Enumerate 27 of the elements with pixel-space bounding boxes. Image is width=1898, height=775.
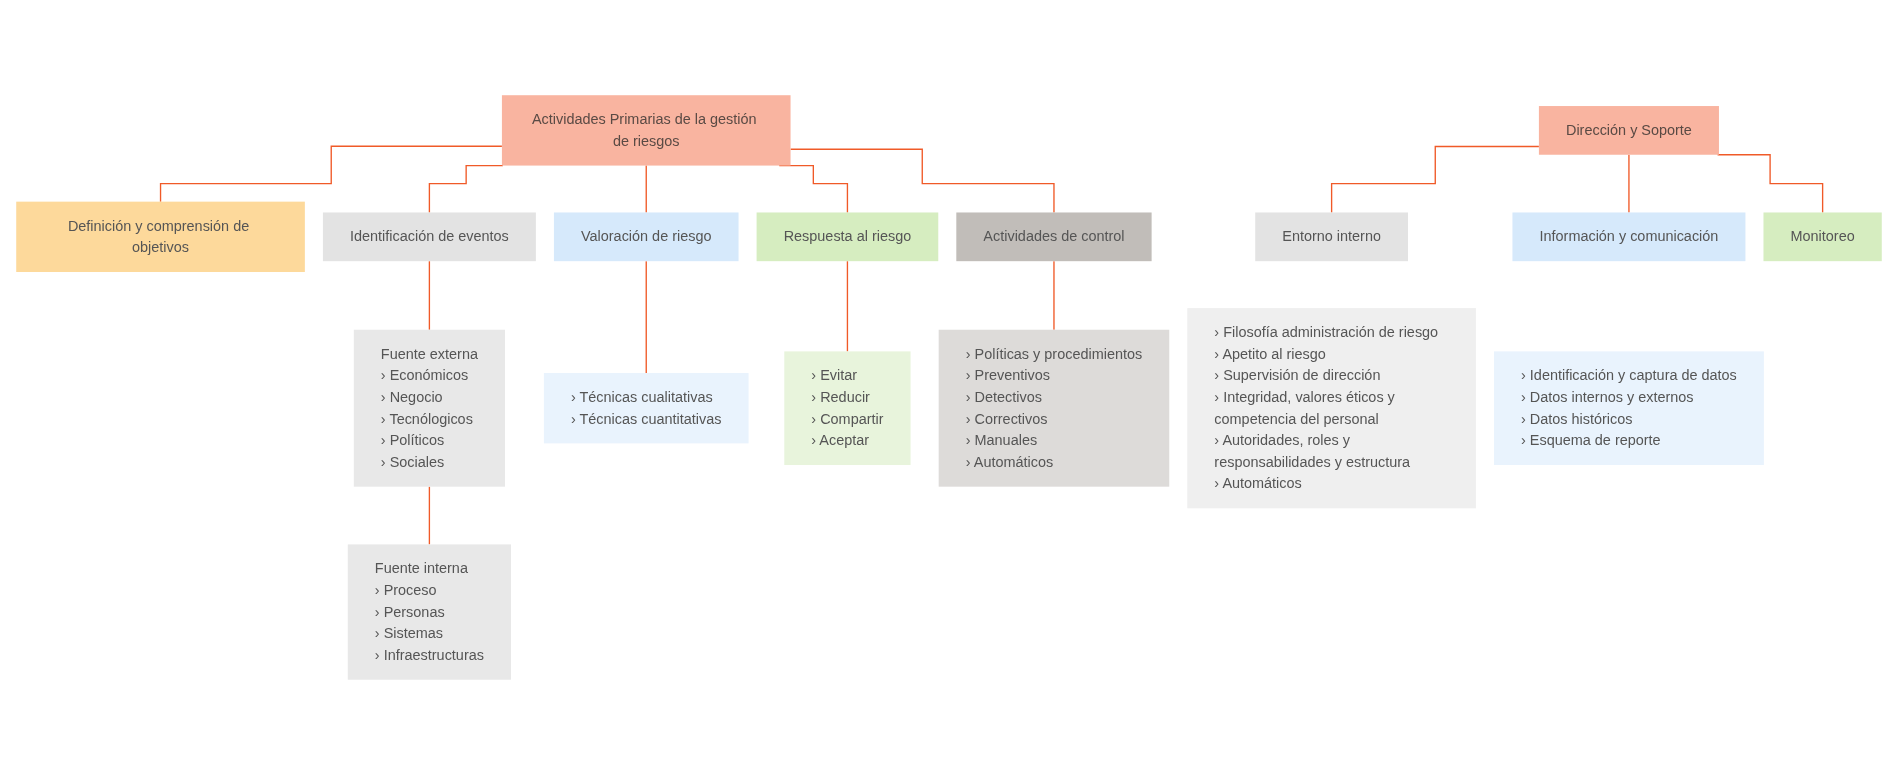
connector [1053, 260, 1055, 331]
node-box: Identificación de eventos [322, 212, 536, 262]
connector [159, 145, 503, 203]
connector [428, 260, 431, 331]
node-box: Fuente externa › Económicos › Negocio › Tecnólogicos › Políticos › Sociales [353, 329, 505, 487]
node-box: Actividades de control [956, 212, 1152, 262]
connector [1716, 154, 1824, 214]
node-box: Actividades Primarias de la gestión de riesgos [501, 95, 791, 166]
node-box: Respuesta al riesgo [756, 212, 939, 262]
node-box: › Evitar › Reducir › Compartir › Aceptar [784, 351, 911, 466]
node-box: Fuente interna › Proceso › Personas › Sistemas › Infraestructuras [347, 544, 511, 680]
node-box: Definición y comprensión de objetivos [16, 201, 305, 273]
node-box: Entorno interno [1255, 212, 1408, 262]
connector [428, 486, 431, 546]
node-box: › Políticas y procedimientos › Preventivos › Detectivos › Correctivos › Manuales › Automáticos [938, 329, 1170, 487]
connector [645, 260, 647, 374]
connector [846, 260, 849, 353]
node-box: Valoración de riesgo [553, 212, 739, 262]
connector [645, 164, 647, 214]
node-box: › Técnicas cualitativas › Técnicas cuantitativas [543, 373, 749, 444]
connector [428, 164, 504, 214]
connector [1628, 154, 1630, 214]
node-box: Monitoreo [1763, 212, 1882, 262]
connector [789, 148, 1055, 214]
node-box: Información y comunicación [1512, 212, 1746, 262]
connector [1330, 145, 1540, 214]
node-box: Dirección y Soporte [1538, 106, 1719, 155]
